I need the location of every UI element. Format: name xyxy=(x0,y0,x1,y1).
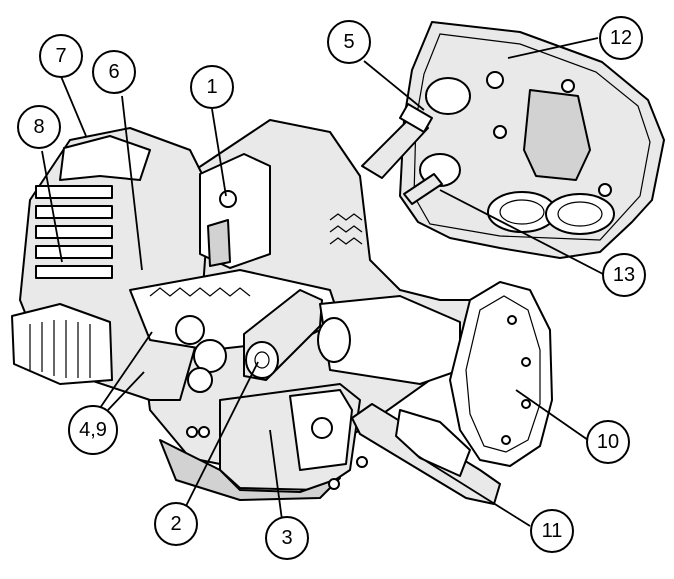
leader-5 xyxy=(363,60,425,111)
callout-label: 10 xyxy=(597,431,619,453)
leader-9 xyxy=(107,371,145,411)
callout-5: 5 xyxy=(327,20,371,64)
pinion-gear xyxy=(187,367,213,393)
cover-port-left-inner xyxy=(499,199,545,225)
worm-thread xyxy=(149,287,251,297)
callout-label: 1 xyxy=(206,76,217,98)
cover-bolt xyxy=(561,79,575,93)
shaft-collar xyxy=(399,103,433,133)
callout-label: 7 xyxy=(55,45,66,67)
cover-window xyxy=(523,89,591,181)
leader-13 xyxy=(439,189,604,275)
callout-label: 8 xyxy=(33,116,44,138)
leader-lines xyxy=(41,37,604,527)
fin-block-lower xyxy=(11,303,113,385)
housing-bottom xyxy=(159,439,341,501)
cover-bolt xyxy=(598,183,612,197)
housing-bolt xyxy=(186,426,198,438)
spring xyxy=(329,213,363,245)
cover-bolt xyxy=(486,71,504,89)
callout-label: 2 xyxy=(170,513,181,535)
leader-2 xyxy=(183,361,259,511)
housing-bolt xyxy=(198,426,210,438)
callout-8: 8 xyxy=(17,105,61,149)
callout-1: 1 xyxy=(190,65,234,109)
leader-6 xyxy=(121,95,143,271)
callout-label: 3 xyxy=(281,527,292,549)
callout-12: 12 xyxy=(599,16,643,60)
cover-port-right xyxy=(545,193,615,235)
leader-8 xyxy=(41,150,63,263)
worm-shaft-end xyxy=(245,341,279,379)
callout-label: 5 xyxy=(343,31,354,53)
leader-1 xyxy=(211,108,227,197)
actuator-port xyxy=(219,190,237,208)
cover-assembly xyxy=(361,21,665,259)
callout-2: 2 xyxy=(154,502,198,546)
callout-label: 4,9 xyxy=(79,419,107,441)
cover-bolt xyxy=(493,125,507,139)
output-flange-rim xyxy=(465,295,541,453)
leader-10 xyxy=(515,389,589,441)
cover-pin xyxy=(403,173,443,205)
callout-label: 12 xyxy=(610,27,632,49)
leader-11 xyxy=(417,455,531,527)
pinion-gear xyxy=(175,315,205,345)
leader-4 xyxy=(99,331,153,409)
callout-label: 11 xyxy=(542,520,563,542)
leader-7 xyxy=(59,73,87,137)
cover-shaft-boss xyxy=(425,77,471,115)
callout-3: 3 xyxy=(265,516,309,560)
housing-bolt xyxy=(328,478,340,490)
leader-3 xyxy=(269,429,283,521)
fin-block-lines xyxy=(29,320,91,378)
callout-7: 7 xyxy=(39,34,83,78)
fin-stack xyxy=(35,185,113,279)
leader-12 xyxy=(507,37,599,59)
shaft xyxy=(361,117,429,179)
callout-11: 11 xyxy=(530,509,574,553)
callout-label: 13 xyxy=(613,264,635,286)
callout-label: 6 xyxy=(108,61,119,83)
cover-port-right-inner xyxy=(557,201,603,227)
callout-6: 6 xyxy=(92,50,136,94)
callout-4-9: 4,9 xyxy=(68,405,118,455)
callout-10: 10 xyxy=(586,420,630,464)
lever-bracket xyxy=(395,409,471,477)
callout-13: 13 xyxy=(602,253,646,297)
actuator-screw xyxy=(207,219,231,267)
gearbox-assembly xyxy=(11,119,553,505)
worm-shaft-bore xyxy=(254,351,270,369)
housing-bolt xyxy=(356,456,368,468)
motor-shaft xyxy=(311,417,333,439)
piston-face xyxy=(317,317,351,363)
